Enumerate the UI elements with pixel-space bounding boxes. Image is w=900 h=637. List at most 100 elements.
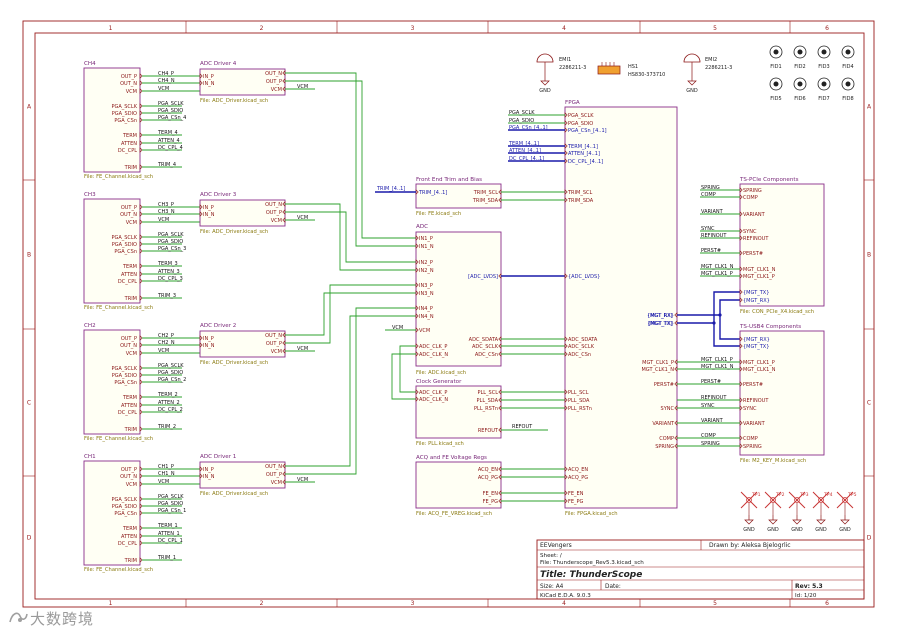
usb4-port-label: REFINOUT <box>743 398 769 404</box>
usb4-net-label: VARIANT <box>701 418 724 424</box>
fiducial-dot <box>773 81 779 87</box>
channel-net-label: PGA_SCLK <box>158 101 184 107</box>
pll-sheet <box>415 385 502 439</box>
sheet-pin-marker <box>139 372 143 378</box>
gnd-label: GND <box>815 527 827 533</box>
gnd-symbol <box>687 80 697 86</box>
fpga-title: FPGA <box>565 100 580 106</box>
driver-in-pin <box>199 211 203 217</box>
tb-rev: Rev: 5.3 <box>795 583 823 590</box>
sheet-pin-marker <box>139 409 143 415</box>
clk-wire <box>391 353 416 400</box>
adc-driver-file: File: ADC_Driver.kicad_sch <box>200 98 268 104</box>
testpoint-label: TP1 <box>751 492 761 498</box>
fpga-net-label: DC_CPL_[4..1] <box>509 156 544 162</box>
adc-out-label: ADC_SCLK <box>472 344 499 350</box>
grid-col-bottom: 1 <box>109 600 113 607</box>
adc-driver-sheet <box>199 461 286 489</box>
channel-port-label: OUT_N <box>120 474 137 480</box>
tb-id: Id: 1/20 <box>795 593 817 599</box>
fpga-file: File: FPGA.kicad_sch <box>565 511 618 517</box>
fe-trim-file: File: FE.kicad_sch <box>416 211 461 217</box>
channel-net-label: VCM <box>158 479 169 485</box>
fpga-left-label: PLL_RSTn <box>568 406 592 412</box>
acq-out-label: FE_PG <box>483 499 499 505</box>
fpga-left-pin <box>564 397 568 403</box>
usb4-title: TS-USB4 Components <box>739 324 801 330</box>
tb-company: EEVengers <box>540 542 572 549</box>
channel-port-label: PGA_SCLK <box>111 104 137 110</box>
fe-trim-title: Front End Trim and Bias <box>416 177 482 183</box>
driver-in-pin <box>199 80 203 86</box>
pcie-net-label: MGT_CLK1_P <box>701 271 733 277</box>
mgt-rx-bus <box>719 315 740 340</box>
adc-in-pin <box>415 290 419 296</box>
testpoint-cross <box>740 491 758 509</box>
pcie-net-label: MGT_CLK1_N <box>701 264 734 270</box>
adc-file: File: ADC.kicad_sch <box>416 370 466 376</box>
driver-in-label: IN_N <box>203 474 215 480</box>
channel-net-label: CH4_P <box>158 71 174 77</box>
grid-col-bottom: 5 <box>713 600 717 607</box>
channel-port-label: DC_CPL <box>118 279 137 285</box>
adc-in-pin <box>415 243 419 249</box>
fpga-left-label: PGA_SDIO <box>568 121 593 127</box>
adc-in-pin <box>415 267 419 273</box>
fpga-left-pin <box>564 498 568 504</box>
watermark-logo-icon <box>9 612 28 623</box>
watermark: 大数跨境 <box>8 608 94 629</box>
pcie-net-label: SPRING <box>701 185 720 191</box>
fpga-right-label: {MGT_RX} <box>647 313 674 319</box>
fpga-sheet <box>564 106 678 509</box>
channel-net-label: PGA_SDIO <box>158 370 183 376</box>
channel-sheet-label: CH1 <box>84 454 96 460</box>
channel-port-label: OUT_N <box>120 81 137 87</box>
adc-lvds-label: [ADC_LVDS] <box>468 274 498 280</box>
fiducial-label: FID2 <box>794 64 805 70</box>
sheet-pin-marker <box>139 473 143 479</box>
driver-in-label: IN_P <box>203 74 214 80</box>
channel-port-label: TRIM <box>124 165 137 171</box>
acq-title: ACQ and FE Voltage Regs <box>416 455 487 461</box>
channel-net-label: ATTEN_3 <box>158 269 180 275</box>
testpoint-label: TP2 <box>775 492 785 498</box>
channel-sheet-label: CH4 <box>84 61 96 67</box>
fpga-left-label: ADC_SCLK <box>568 344 595 350</box>
usb4-net-label: SPRING <box>701 441 720 447</box>
sheet-pin-marker <box>139 248 143 254</box>
refout-label: REFOUT <box>512 424 533 430</box>
channel-port-label: VCM <box>126 220 137 226</box>
fe-channel-sheet <box>83 67 141 173</box>
fiducial-ring <box>793 77 807 91</box>
fiducial-dot <box>797 49 803 55</box>
channel-port-label: PGA_SCLK <box>111 235 137 241</box>
channel-net-label: CH1_N <box>158 471 175 477</box>
channel-port-label: PGA_SDIO <box>112 242 137 248</box>
driver-in-pin <box>199 204 203 210</box>
adc-in-label: ADC_CLK_N <box>419 352 448 358</box>
testpoint-cross <box>788 491 806 509</box>
grid-col-top: 2 <box>260 25 264 32</box>
channel-net-label: CH4_N <box>158 78 175 84</box>
pll-in-label: ADC_CLK_N <box>419 397 448 403</box>
channel-net-label: TERM_2 <box>157 392 178 398</box>
adc-in-label: IN4_P <box>419 306 433 312</box>
sheet-pin-marker <box>139 496 143 502</box>
driver-in-label: IN_N <box>203 81 215 87</box>
fpga-left-pin <box>564 405 568 411</box>
channel-port-label: ATTEN <box>121 534 137 540</box>
grid-row-right: D <box>867 535 872 542</box>
driver-to-adc-wire <box>285 307 416 475</box>
fiducial-dot <box>797 81 803 87</box>
channel-net-label: CH2_N <box>158 340 175 346</box>
fiducial-dot <box>821 81 827 87</box>
channel-net-label: TERM_3 <box>157 261 178 267</box>
sheet-pin-marker <box>139 278 143 284</box>
driver-in-pin <box>199 342 203 348</box>
usb4-port-label: MGT_CLK1_P <box>743 360 775 366</box>
channel-net-label: TRIM_3 <box>157 293 176 299</box>
fiducial-label: FID5 <box>770 96 781 102</box>
adc-out-label: ADC_CSn <box>475 352 498 358</box>
driver-to-adc-wire <box>285 292 416 336</box>
driver-out-label: VCM <box>271 218 282 224</box>
